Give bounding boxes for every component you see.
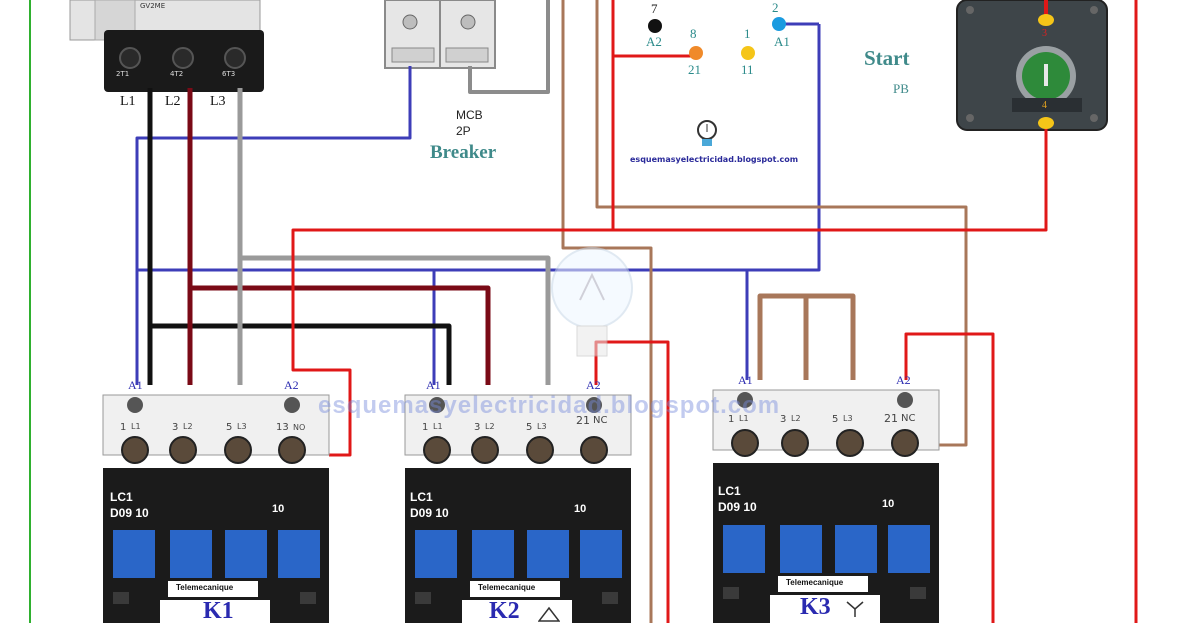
k3-a1-label: A1 [738, 373, 753, 387]
k1-term-5: 5 [226, 422, 233, 433]
k2-term-21: 21 [576, 414, 590, 427]
wire-l3-k2 [240, 255, 551, 420]
delta-symbol-icon [538, 606, 560, 622]
wire-brown-k3 [595, 0, 968, 447]
k3-term-l1: L1 [739, 414, 749, 423]
contactor-k2 [404, 385, 632, 623]
k1-model-line1: LC1 [110, 490, 133, 504]
breaker-terminal-3: 6T3 [222, 70, 236, 78]
relay-terminal-21: 21 [688, 62, 701, 77]
breaker-title: Breaker [430, 142, 497, 163]
wire-mcb-grey [468, 0, 550, 94]
k2-a2-label: A2 [586, 378, 601, 392]
k3-model-line2: D09 10 [718, 500, 757, 514]
k1-term-13: 13 [276, 422, 289, 433]
start-pb-sub: PB [893, 81, 909, 96]
start-pb-title: Start [864, 46, 910, 70]
k2-a1-label: A1 [426, 378, 441, 392]
relay-terminal-a1: A1 [774, 34, 790, 49]
k1-a2-label: A2 [284, 378, 299, 392]
k3-term-l2: L2 [791, 414, 801, 423]
k1-term-l3: L3 [237, 422, 247, 431]
k2-model-line1: LC1 [410, 490, 433, 504]
k1-term-3: 3 [172, 422, 179, 433]
k3-term-1: 1 [728, 414, 735, 425]
k1-brand: Telemecanique [176, 583, 234, 592]
k3-term-5: 5 [832, 414, 839, 425]
mcb-poles-label: 2P [456, 124, 471, 138]
k2-rating: 10 [574, 503, 587, 515]
k3-term-nc: NC [901, 413, 916, 424]
wire-l2-k2 [190, 285, 491, 420]
relay-terminal-11: 11 [741, 62, 754, 77]
contactor-k3 [712, 380, 940, 623]
relay-terminal-8: 8 [690, 26, 697, 41]
k3-title: K3 [800, 594, 831, 620]
relay-terminal-2: 2 [772, 0, 779, 15]
k2-term-l1: L1 [433, 422, 443, 431]
pb-terminal-4-dot [1038, 117, 1054, 129]
k2-term-3: 3 [474, 422, 481, 433]
terminal-7-dot [648, 19, 662, 33]
k3-term-21: 21 [884, 412, 898, 425]
relay-terminal-1: 1 [744, 26, 751, 41]
wire-red-k1-a2 [291, 124, 1048, 457]
k3-term-3: 3 [780, 414, 787, 425]
blog-url: esquemasyelectricidad.blogspot.com [630, 155, 799, 164]
breaker-model-label: GV2ME [140, 2, 166, 10]
lamp-icon [697, 120, 717, 146]
pb-terminal-3-dot [1038, 14, 1054, 26]
k3-term-l3: L3 [843, 414, 853, 423]
motor-breaker [69, 0, 264, 92]
k1-term-l1: L1 [131, 422, 141, 431]
k2-term-1: 1 [422, 422, 429, 433]
wire-red-k2-a2 [594, 340, 670, 623]
terminal-8-dot [689, 46, 703, 60]
breaker-terminal-1: 2T1 [116, 70, 130, 78]
relay-terminal-a2: A2 [646, 34, 662, 49]
start-push-button [956, 0, 1108, 131]
relay-terminal-7: 7 [651, 1, 658, 16]
wire-brown-k2 [561, 0, 653, 623]
breaker-terminal-2: 4T2 [170, 70, 184, 78]
k1-term-1: 1 [120, 422, 127, 433]
k1-a1-label: A1 [128, 378, 143, 392]
k2-title: K2 [489, 598, 520, 624]
k2-brand: Telemecanique [478, 583, 536, 592]
k2-term-5: 5 [526, 422, 533, 433]
star-symbol-icon [846, 601, 864, 617]
k1-title: K1 [203, 598, 234, 624]
wire-red-k3-a2 [904, 332, 995, 623]
k2-model-line2: D09 10 [410, 506, 449, 520]
terminal-2-dot [772, 17, 786, 31]
k2-term-l2: L2 [485, 422, 495, 431]
k2-term-nc: NC [593, 415, 608, 426]
mcb-label: MCB [456, 108, 483, 122]
wire-blue-k1-a1 [135, 66, 412, 388]
bulb-watermark-icon [551, 247, 633, 357]
k1-term-no: NO [293, 423, 306, 432]
terminal-1-dot [741, 46, 755, 60]
k1-term-l2: L2 [183, 422, 193, 431]
pb-terminal-3-label: 3 [1042, 28, 1047, 39]
watermark-text: esquemasyelectricidad.blogspot.com [318, 392, 781, 419]
k3-brand: Telemecanique [786, 578, 844, 587]
phase-label-l2: L2 [165, 94, 181, 109]
phase-label-l3: L3 [210, 94, 226, 109]
k2-term-l3: L3 [537, 422, 547, 431]
wire-blue-a1-bus [137, 24, 821, 272]
k3-model-line1: LC1 [718, 484, 741, 498]
mcb-2p [384, 0, 496, 69]
k3-rating: 10 [882, 498, 895, 510]
contactor-k1 [102, 385, 330, 623]
phase-label-l1: L1 [120, 94, 136, 109]
k1-rating: 10 [272, 503, 285, 515]
pb-terminal-4-label: 4 [1042, 100, 1047, 111]
k3-a2-label: A2 [896, 373, 911, 387]
k1-model-line2: D09 10 [110, 506, 149, 520]
